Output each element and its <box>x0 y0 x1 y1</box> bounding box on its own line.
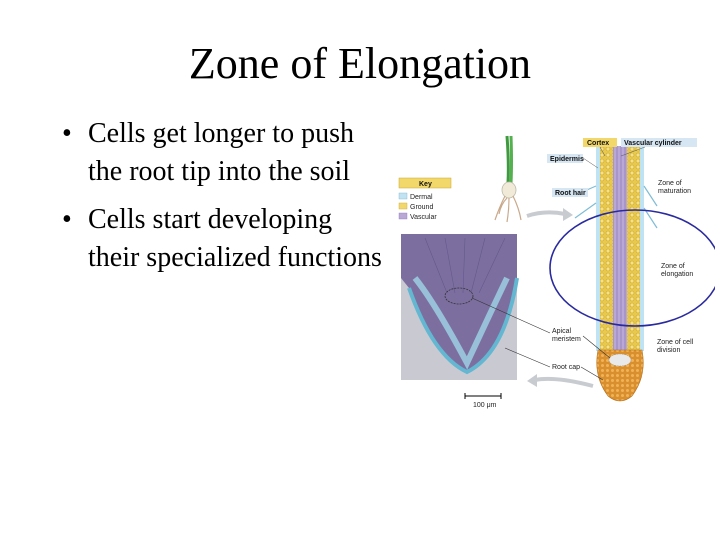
arrow-to-micrograph <box>534 376 594 388</box>
key-item-ground: Ground <box>410 204 433 211</box>
key-swatch-dermal <box>398 192 408 200</box>
key-swatch-ground <box>398 202 408 210</box>
elongation-highlight-ellipse <box>549 209 715 327</box>
bullet-item: Cells get longer to push the root tip in… <box>62 115 382 191</box>
label-vascular-cylinder: Vascular cylinder <box>624 140 682 147</box>
scale-label: 100 μm <box>473 402 497 409</box>
label-root-cap: Root cap <box>552 364 580 371</box>
label-zone-elongation-2: elongation <box>661 271 693 278</box>
label-zone-maturation-1: Zone of <box>658 180 682 187</box>
arrow-to-root <box>526 210 566 218</box>
seedling-illustration <box>494 135 522 223</box>
key-item-vascular: Vascular <box>410 214 437 221</box>
slide-title: Zone of Elongation <box>188 39 532 88</box>
label-zone-elongation-1: Zone of <box>661 263 685 270</box>
label-apical-meristem-2: meristem <box>552 336 581 343</box>
root-longitudinal-section <box>572 146 658 402</box>
key-item-dermal: Dermal <box>410 194 433 201</box>
label-zone-division-2: division <box>657 347 680 354</box>
root-diagram: Key Dermal Ground Vascular <box>395 128 715 428</box>
key-title: Key <box>419 181 432 188</box>
label-apical-meristem-1: Apical <box>552 328 572 335</box>
key-legend: Key Dermal Ground Vascular <box>398 177 452 221</box>
label-cortex: Cortex <box>587 140 609 147</box>
label-zone-division-1: Zone of cell <box>657 339 694 346</box>
label-zone-maturation-2: maturation <box>658 188 691 195</box>
key-swatch-vascular <box>398 212 408 220</box>
root-tip-micrograph <box>401 234 519 380</box>
label-epidermis: Epidermis <box>550 156 584 163</box>
label-root-hair: Root hair <box>555 190 586 197</box>
bullet-list: Cells get longer to push the root tip in… <box>62 115 382 287</box>
bullet-item: Cells start developing their specialized… <box>62 201 382 277</box>
